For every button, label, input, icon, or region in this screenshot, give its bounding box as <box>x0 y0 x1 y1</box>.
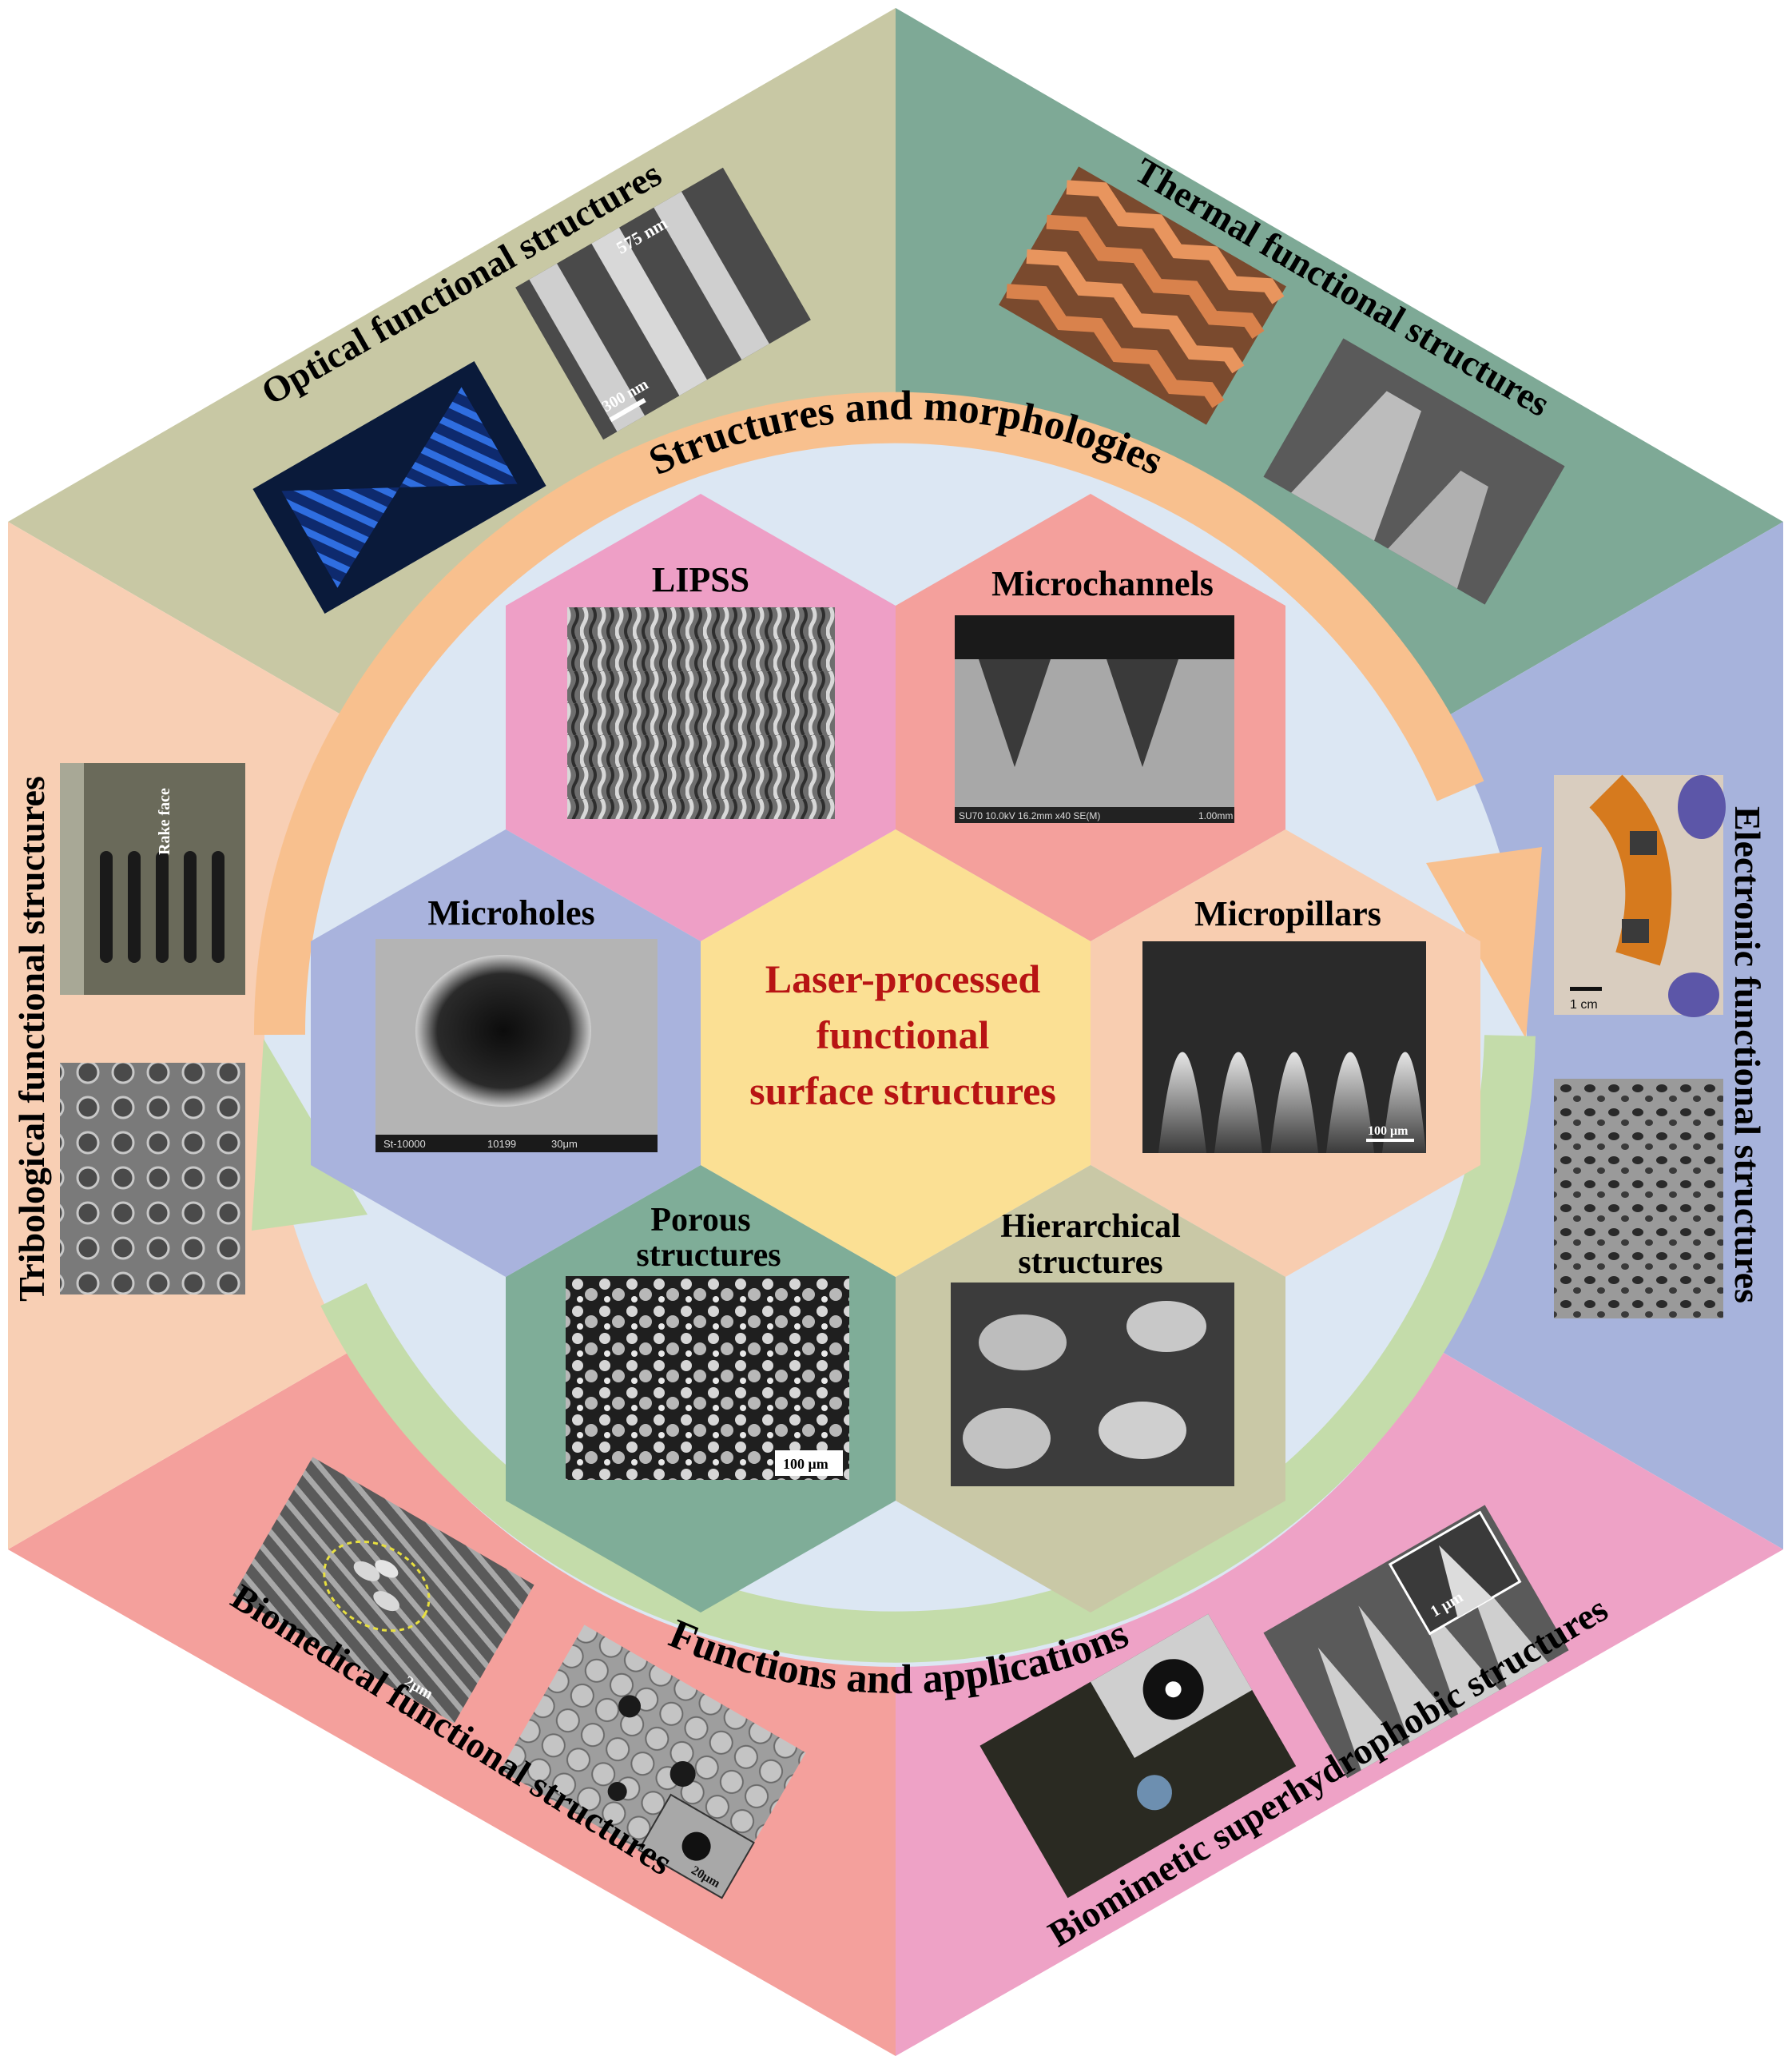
svg-text:Rake face: Rake face <box>156 788 173 855</box>
porous-sem-image: 100 μm <box>566 1276 849 1480</box>
thermal-sem-image <box>1263 338 1565 605</box>
svg-text:St-10000: St-10000 <box>383 1138 426 1150</box>
center-title-line-3: surface structures <box>749 1068 1056 1113</box>
hex-microchannels-label: Microchannels <box>991 564 1214 603</box>
hex-lipss: LIPSS <box>506 494 896 941</box>
hex-center: Laser-processed functional surface struc… <box>701 829 1091 1277</box>
svg-text:30μm: 30μm <box>551 1138 578 1150</box>
hex-micropillars-label: Micropillars <box>1194 894 1381 933</box>
biomedical-bacteria-image: 2μm <box>232 1457 534 1724</box>
hex-porous-label-2: structures <box>636 1237 781 1274</box>
svg-text:1.00mm: 1.00mm <box>1198 810 1233 821</box>
hex-hierarchical-label-1: Hierarchical <box>1000 1208 1180 1245</box>
hex-lipss-label: LIPSS <box>652 560 749 599</box>
tribological-tool-image: Rake face <box>60 763 245 995</box>
biomimetic-droplet-image <box>979 1613 1297 1899</box>
sector-label-electronic: Electronic functional structures <box>1727 806 1768 1303</box>
svg-text:100 μm: 100 μm <box>783 1456 828 1472</box>
svg-text:10199: 10199 <box>487 1138 516 1150</box>
ring-arrowhead-left <box>252 1039 368 1231</box>
lipss-sem-image <box>567 607 835 819</box>
hex-microholes-label: Microholes <box>427 893 594 933</box>
optical-butterfly-image <box>252 361 546 614</box>
svg-text:1 cm: 1 cm <box>1570 998 1598 1012</box>
optical-sem-image: 575 nm 300 nm <box>515 167 811 440</box>
hex-hierarchical: Hierarchical structures <box>896 1165 1285 1613</box>
ring-arc-functions <box>320 1035 1536 1663</box>
sector-label-tribological: Tribological functional structures <box>11 776 52 1302</box>
svg-text:SU70 10.0kV 16.2mm x40 SE(M): SU70 10.0kV 16.2mm x40 SE(M) <box>959 810 1100 821</box>
electronic-foam-image <box>1554 1079 1723 1318</box>
micropillars-sem-image: 100 μm <box>1142 941 1426 1153</box>
hierarchical-sem-image <box>951 1283 1234 1486</box>
electronic-flexible-device-image: 1 cm <box>1554 774 1726 1017</box>
tribological-dimple-image <box>60 1063 245 1294</box>
hex-porous-label-1: Porous <box>650 1202 750 1239</box>
svg-text:100 μm: 100 μm <box>1368 1124 1409 1138</box>
hex-microchannels: Microchannels SU70 10.0kV 16.2mm x40 SE(… <box>896 494 1285 941</box>
hex-microholes: Microholes St-10000 10199 30μm <box>311 829 701 1277</box>
hex-micropillars: Micropillars 100 μm <box>1091 829 1480 1277</box>
biomedical-cells-image: 20μm <box>500 1625 806 1899</box>
hex-porous: Porous structures 100 μm <box>506 1165 896 1613</box>
hex-hierarchical-label-2: structures <box>1018 1244 1162 1281</box>
biomimetic-spikes-image: 1 μm <box>1263 1505 1569 1779</box>
microhole-sem-image: St-10000 10199 30μm <box>375 939 658 1152</box>
center-title-line-2: functional <box>817 1012 990 1057</box>
ring-arc-structures <box>253 392 1484 1036</box>
center-title-line-1: Laser-processed <box>765 956 1041 1001</box>
thermal-copper-image <box>999 166 1286 425</box>
hex-center-bg <box>701 829 1091 1277</box>
microchannels-sem-image: SU70 10.0kV 16.2mm x40 SE(M) 1.00mm <box>955 615 1234 823</box>
ring-arrowhead-right <box>1426 847 1542 1039</box>
